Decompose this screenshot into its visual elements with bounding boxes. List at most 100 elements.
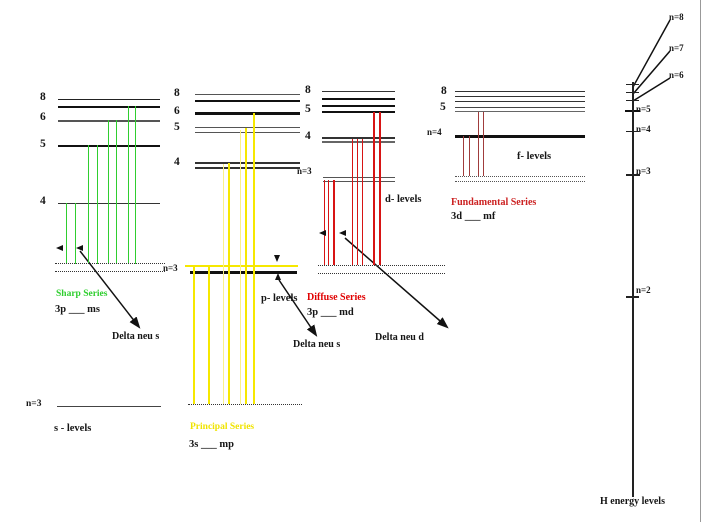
s-n3-bottom-label: n=3 — [26, 399, 42, 409]
d-level-number-8: 8 — [305, 84, 311, 96]
p-levels-label: p- levels — [261, 293, 298, 304]
sharp-delta-label: Delta neu s — [112, 331, 160, 342]
principal-delta-label: Delta neu s — [293, 339, 341, 350]
energy-level-line — [455, 101, 585, 103]
energy-level-line — [455, 111, 585, 113]
transition-line — [253, 113, 255, 404]
energy-level-line — [195, 100, 300, 102]
transition-line — [116, 120, 118, 264]
small-arrowhead-icon — [339, 230, 346, 236]
energy-level-line — [322, 111, 395, 114]
h-axis-title: H energy levels — [600, 496, 665, 507]
small-arrowhead-icon — [76, 245, 83, 251]
p-level-number-8: 8 — [174, 87, 180, 99]
transition-line — [228, 163, 230, 404]
energy-level-line — [195, 127, 300, 129]
h-tick-n5: n=5 — [636, 104, 651, 114]
transition-line — [362, 139, 364, 265]
energy-level-line — [455, 96, 585, 98]
p-level-number-4: 4 — [174, 156, 180, 168]
dotted-level-line — [55, 263, 165, 264]
d-level-number-5: 5 — [305, 103, 311, 115]
p-level-number-5: 5 — [174, 121, 180, 133]
energy-level-line — [57, 406, 161, 408]
diffuse-series-title: Diffuse Series — [307, 292, 366, 303]
dotted-level-line — [318, 273, 445, 274]
dotted-level-line — [318, 265, 445, 266]
energy-level-line — [322, 141, 395, 143]
dotted-level-line — [455, 181, 585, 182]
diffuse-transition-label: 3p ___ md — [307, 307, 354, 318]
f-level-number-5: 5 — [440, 101, 446, 113]
s-n3-label: n=3 — [163, 263, 178, 273]
sharp-transition-label: 3p ___ ms — [55, 304, 100, 315]
energy-level-line — [58, 99, 160, 101]
transition-line — [223, 164, 225, 404]
delta-arrow — [344, 237, 449, 329]
h-level-leader-line — [632, 19, 671, 88]
transition-line — [208, 266, 210, 404]
transition-line — [333, 180, 335, 265]
h-tick-n4: n=4 — [636, 124, 651, 134]
energy-level-line — [322, 98, 395, 100]
h-tick-n2: n=2 — [636, 285, 651, 295]
energy-level-line — [185, 265, 298, 267]
transition-line — [128, 106, 130, 264]
dotted-level-line — [188, 404, 302, 405]
principal-transition-label: 3s ___ mp — [189, 439, 234, 450]
s-level-number-8: 8 — [40, 91, 46, 103]
energy-level-line — [322, 105, 395, 107]
energy-level-line — [195, 167, 300, 169]
dotted-level-line — [455, 176, 585, 177]
diffuse-delta-label: Delta neu d — [375, 332, 424, 343]
small-arrowhead-icon — [275, 273, 281, 280]
energy-level-line — [322, 91, 395, 93]
h-tick-n3: n=3 — [636, 166, 651, 176]
h-level-leader-line — [632, 50, 671, 95]
small-arrowhead-icon — [319, 230, 326, 236]
transition-line — [373, 112, 376, 265]
transition-line — [240, 130, 242, 404]
transition-line — [463, 136, 465, 176]
energy-level-line — [455, 91, 585, 93]
transition-line — [352, 139, 354, 265]
energy-level-line — [322, 137, 395, 139]
fundamental-transition-label: 3d ___ mf — [451, 211, 496, 222]
transition-line — [88, 145, 90, 264]
f-levels-label: f- levels — [517, 151, 552, 162]
energy-level-line — [190, 271, 297, 274]
f-level-number-8: 8 — [441, 85, 447, 97]
h-tick-n6: n=6 — [669, 70, 684, 80]
energy-level-line — [195, 132, 300, 134]
transition-line — [632, 82, 634, 497]
transition-line — [66, 203, 68, 264]
energy-level-line — [323, 181, 395, 183]
small-arrowhead-icon — [56, 245, 63, 251]
h-tick-n7: n=7 — [669, 43, 684, 53]
delta-arrow — [278, 279, 318, 337]
transition-line — [700, 0, 702, 522]
d-levels-label: d- levels — [385, 194, 422, 205]
sharp-series-title: Sharp Series — [56, 289, 108, 299]
energy-level-line — [195, 112, 300, 115]
dotted-level-line — [55, 271, 165, 272]
transition-line — [135, 106, 137, 264]
s-level-number-5: 5 — [40, 138, 46, 150]
energy-level-line — [195, 162, 300, 164]
transition-line — [483, 112, 485, 176]
s-level-number-4: 4 — [40, 195, 46, 207]
f-n4-label: n=4 — [427, 127, 442, 137]
transition-line — [478, 112, 480, 176]
p-level-number-6: 6 — [174, 105, 180, 117]
energy-level-line — [195, 94, 300, 96]
energy-level-line — [455, 135, 585, 138]
s-level-number-6: 6 — [40, 111, 46, 123]
fundamental-series-title: Fundamental Series — [451, 197, 537, 208]
d-n3-label: n=3 — [297, 166, 312, 176]
principal-series-title: Principal Series — [190, 422, 255, 432]
transition-line — [245, 128, 247, 404]
energy-level-line — [455, 107, 585, 109]
energy-level-line — [58, 106, 160, 109]
energy-level-line — [323, 177, 395, 179]
